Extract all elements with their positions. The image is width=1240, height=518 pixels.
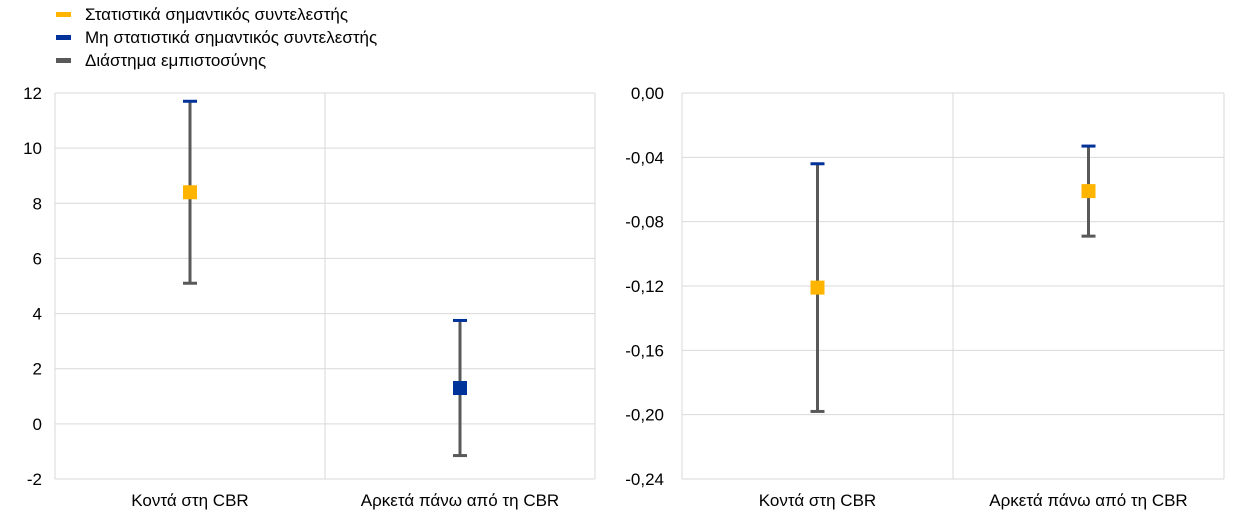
legend-swatch-interval <box>56 58 71 63</box>
y-tick-label: 0 <box>33 415 42 434</box>
point-significant <box>183 185 197 200</box>
x-tick-label: Αρκετά πάνω από τη CBR <box>361 491 559 510</box>
legend-swatch-not-significant <box>56 35 71 40</box>
legend-item-significant: Στατιστικά σημαντικός συντελεστής <box>56 3 377 26</box>
y-tick-label: 8 <box>33 194 42 213</box>
chart-panel-2: -0,24 -0,20 -0,16 -0,12 -0,08 -0,04 0,00Κοντά … <box>625 84 1225 510</box>
legend-label-not-significant: Μη στατιστικά σημαντικός συντελεστής <box>85 27 378 47</box>
legend-label-interval: Διάστημα εμπιστοσύνης <box>85 50 267 70</box>
legend: Στατιστικά σημαντικός συντελεστής Μη στα… <box>56 3 377 72</box>
y-tick-label: -0,16 <box>625 341 664 360</box>
x-tick-label: Κοντά στη CBR <box>759 491 876 510</box>
point-significant <box>810 280 825 295</box>
y-tick-label: 12 <box>23 84 42 103</box>
legend-item-interval: Διάστημα εμπιστοσύνης <box>56 49 377 72</box>
y-tick-label: -0,24 <box>625 470 664 489</box>
legend-item-not-significant: Μη στατιστικά σημαντικός συντελεστής <box>56 26 377 49</box>
point-significant <box>1081 184 1096 199</box>
y-tick-label: 10 <box>23 139 42 158</box>
y-tick-label: 2 <box>33 360 42 379</box>
y-tick-label: 4 <box>33 305 42 324</box>
y-tick-label: -2 <box>27 470 42 489</box>
y-tick-label: -0,04 <box>625 148 664 167</box>
x-tick-label: Αρκετά πάνω από τη CBR <box>989 491 1187 510</box>
point-not-significant <box>453 381 467 396</box>
legend-label-significant: Στατιστικά σημαντικός συντελεστής <box>85 4 349 24</box>
y-tick-label: -0,08 <box>625 213 664 232</box>
y-tick-label: -0,20 <box>625 406 664 425</box>
y-tick-label: 0,00 <box>631 84 664 103</box>
y-tick-label: -0,12 <box>625 277 664 296</box>
legend-swatch-significant <box>56 12 71 17</box>
y-tick-label: 6 <box>33 249 42 268</box>
x-tick-label: Κοντά στη CBR <box>131 491 248 510</box>
